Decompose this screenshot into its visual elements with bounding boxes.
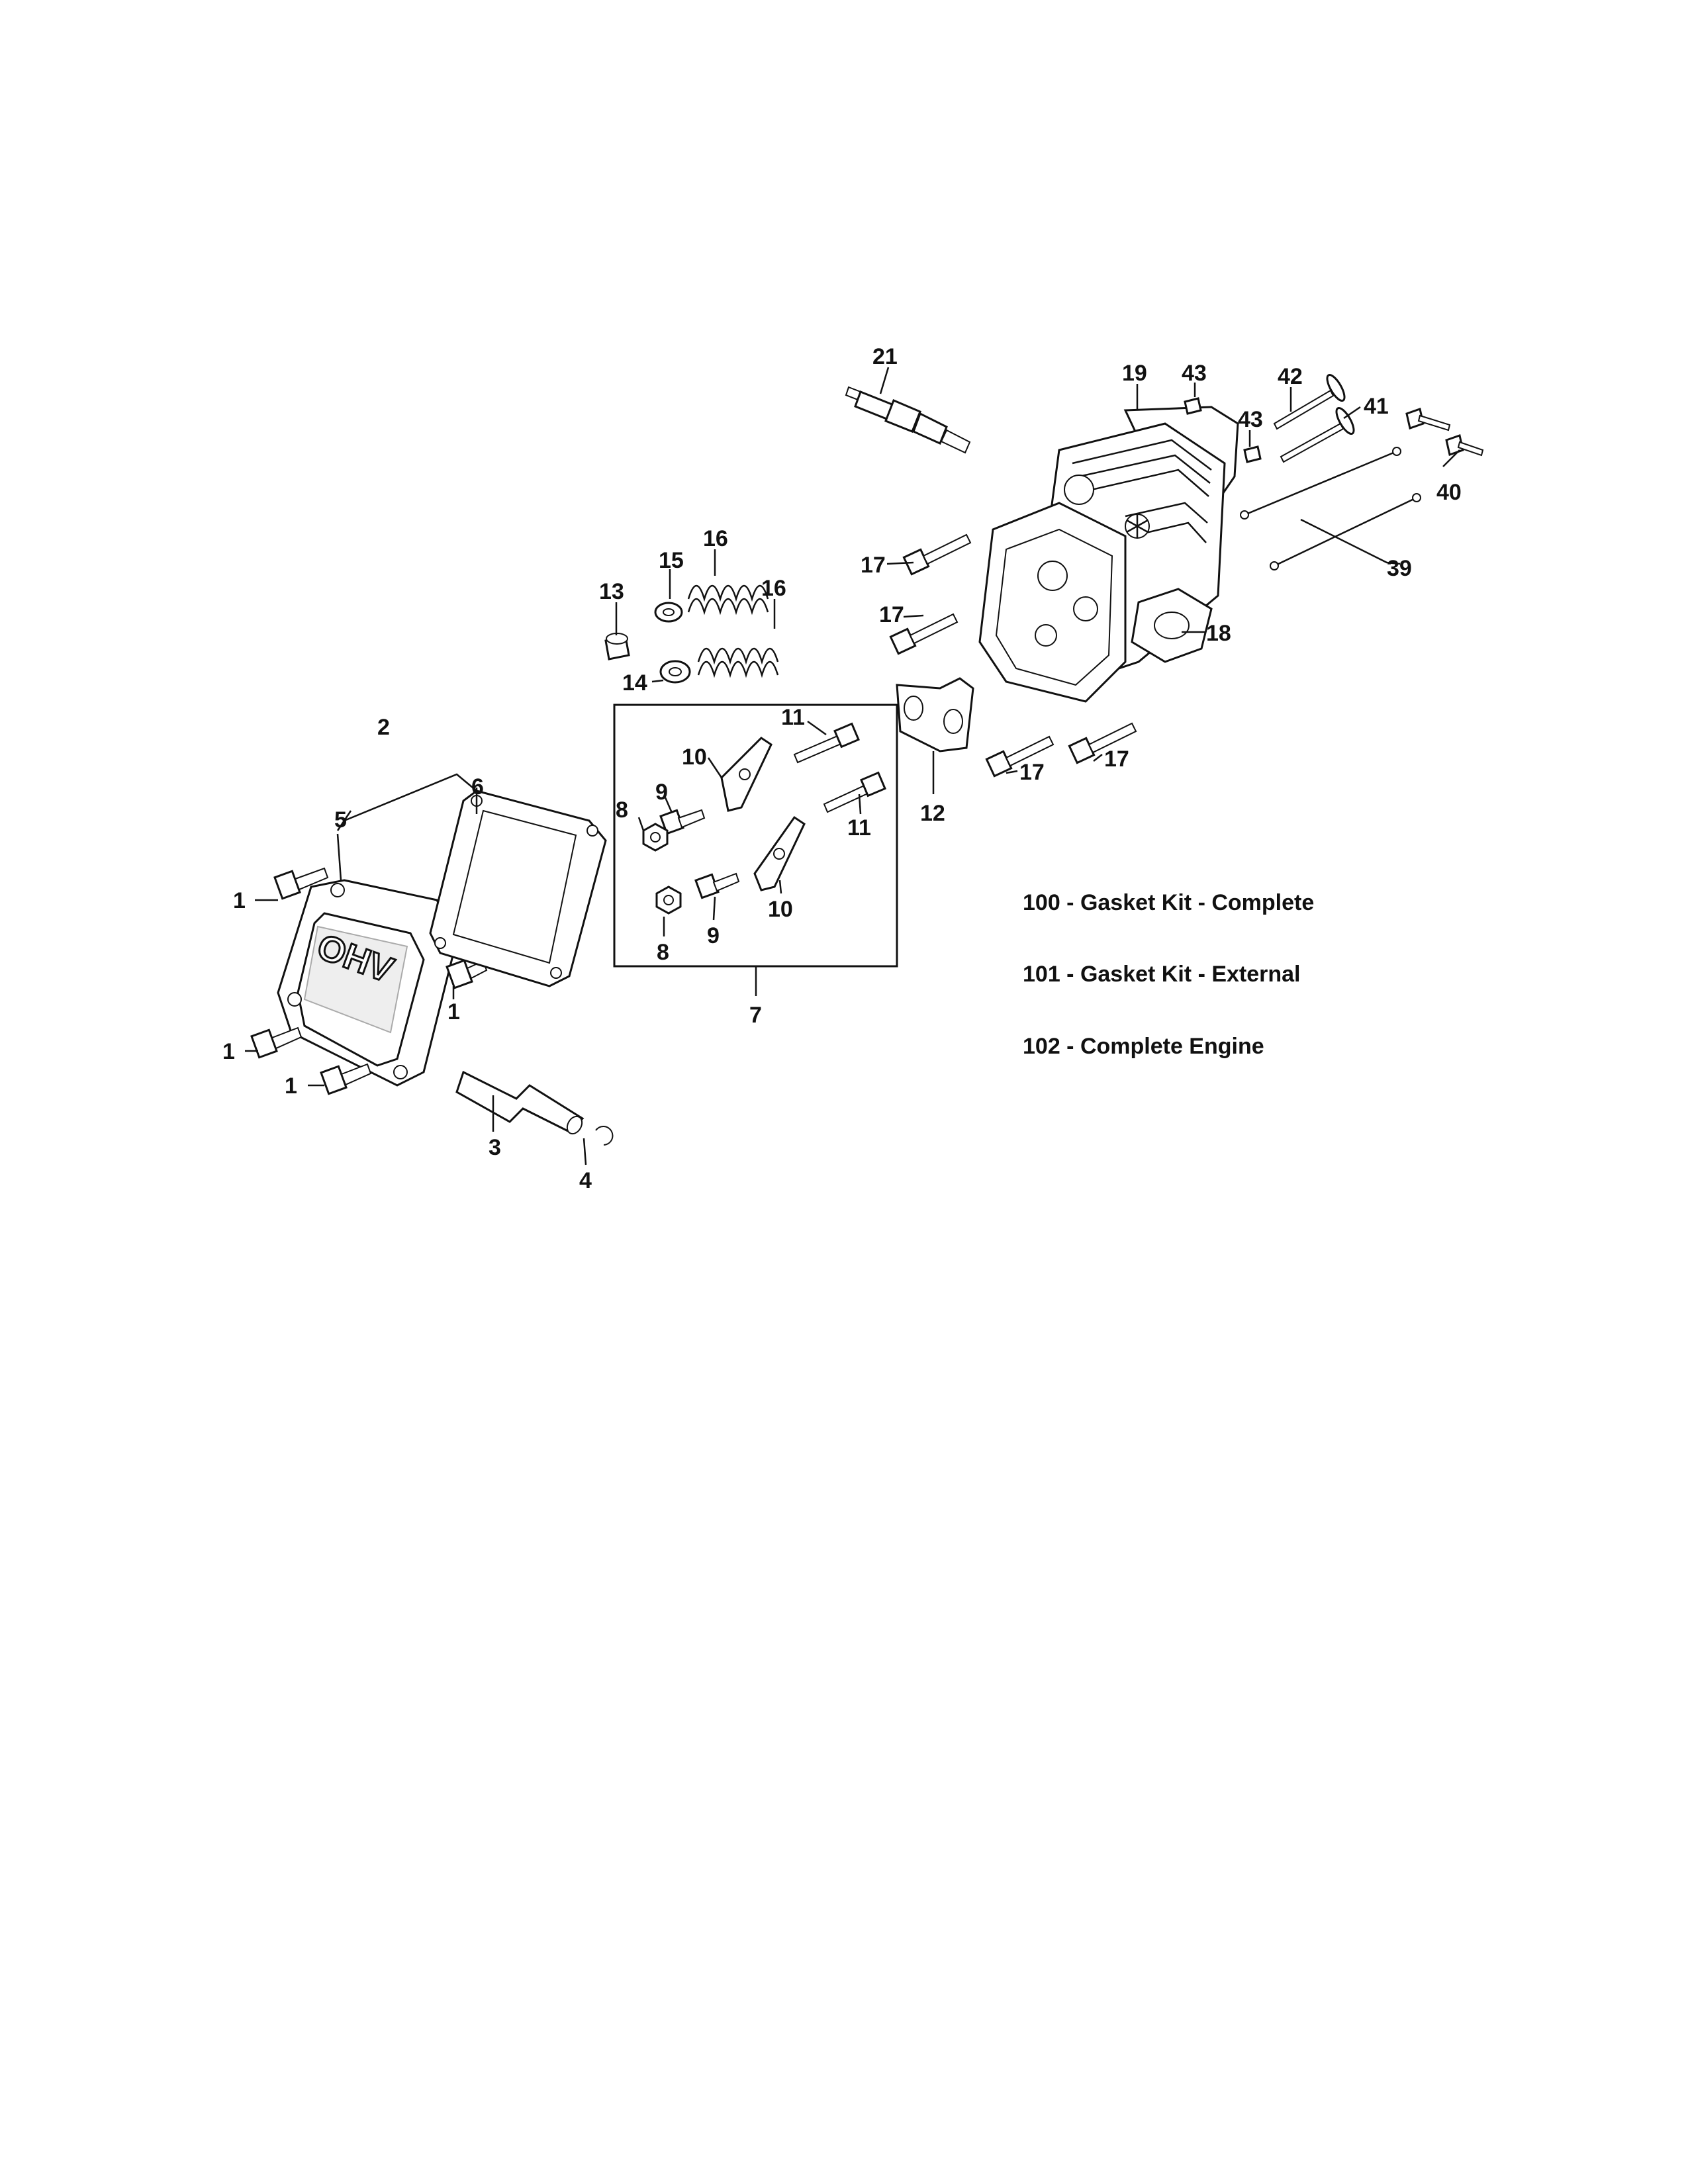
head-gasket <box>896 677 974 752</box>
valve-lifter <box>1405 408 1451 432</box>
callout-8: 8 <box>657 940 669 965</box>
callout-7: 7 <box>749 1003 762 1028</box>
spring-seat <box>659 660 691 684</box>
callout-1: 1 <box>447 999 460 1024</box>
callout-17: 17 <box>879 602 904 627</box>
spring-retainer <box>654 602 683 623</box>
callout-4: 4 <box>579 1168 592 1193</box>
kit-item: 101 - Gasket Kit - External <box>1023 962 1301 987</box>
cover-bolt <box>320 1063 372 1095</box>
callout-11: 11 <box>781 705 805 730</box>
callout-6: 6 <box>471 774 484 799</box>
callout-11: 11 <box>847 815 871 841</box>
callout-17: 17 <box>1019 760 1045 785</box>
callout-16: 16 <box>761 576 786 601</box>
callout-1: 1 <box>285 1073 297 1099</box>
pushrod <box>1270 493 1421 570</box>
kit-legend: 100 - Gasket Kit - Complete 101 - Gasket… <box>1023 890 1314 1059</box>
callout-1: 1 <box>233 888 246 913</box>
callout-10: 10 <box>768 897 793 922</box>
callout-21: 21 <box>872 344 898 369</box>
callout-12: 12 <box>920 801 945 826</box>
pivot-bolt <box>659 809 706 835</box>
callout-8: 8 <box>616 797 628 823</box>
callout-16: 16 <box>703 526 728 551</box>
callout-9: 9 <box>655 780 668 805</box>
head-bolt <box>889 613 959 655</box>
breather-tube <box>455 1070 585 1135</box>
leader-lines <box>245 367 1460 1165</box>
callout-2: 2 <box>377 715 390 740</box>
callout-5: 5 <box>334 807 347 833</box>
rocker-stud <box>793 722 860 764</box>
intake-valve <box>1273 374 1346 430</box>
lock-nut <box>642 823 669 852</box>
pivot-bolt <box>694 872 740 899</box>
callout-43: 43 <box>1238 407 1263 432</box>
callout-10: 10 <box>682 745 707 770</box>
callout-39: 39 <box>1387 556 1412 581</box>
cover-gasket <box>429 790 607 987</box>
valve-cap <box>1243 445 1262 463</box>
rocker-stud <box>823 771 886 813</box>
callout-19: 19 <box>1122 361 1147 386</box>
valve-cover: OHV <box>277 879 458 1087</box>
head-bolt <box>1068 722 1137 764</box>
valve-stem-seal <box>604 633 630 660</box>
callout-42: 42 <box>1278 364 1303 389</box>
pushrod <box>1240 447 1401 520</box>
kit-item: 102 - Complete Engine <box>1023 1034 1264 1059</box>
callout-18: 18 <box>1206 621 1231 646</box>
head-bolt <box>902 533 972 576</box>
callout-13: 13 <box>599 579 624 604</box>
exhaust-valve <box>1280 407 1355 463</box>
callout-41: 41 <box>1364 394 1389 419</box>
rocker-arm <box>753 815 806 891</box>
valve-lifter <box>1445 434 1484 457</box>
rocker-arm <box>720 737 773 812</box>
callout-9: 9 <box>707 923 720 948</box>
kit-item: 100 - Gasket Kit - Complete <box>1023 890 1314 915</box>
spark-plug <box>845 386 971 454</box>
valve-spring <box>687 584 769 615</box>
cylinder-head <box>978 406 1239 703</box>
callout-17: 17 <box>1104 747 1129 772</box>
hose-clip <box>595 1126 614 1146</box>
valve-spring <box>697 647 779 678</box>
callout-3: 3 <box>489 1135 501 1160</box>
callout-43: 43 <box>1182 361 1207 386</box>
callout-1: 1 <box>222 1039 235 1064</box>
cover-bolt <box>250 1026 303 1059</box>
callouts: 1 1 1 1 2 3 4 5 6 7 8 8 9 9 10 10 11 11 … <box>222 344 1462 1193</box>
callout-40: 40 <box>1436 480 1462 505</box>
callout-15: 15 <box>659 548 684 573</box>
lock-nut <box>655 886 682 915</box>
callout-17: 17 <box>861 553 886 578</box>
head-bolt <box>985 735 1055 778</box>
valve-cap <box>1184 397 1202 415</box>
cover-bolt <box>273 867 329 900</box>
callout-14: 14 <box>622 670 647 696</box>
